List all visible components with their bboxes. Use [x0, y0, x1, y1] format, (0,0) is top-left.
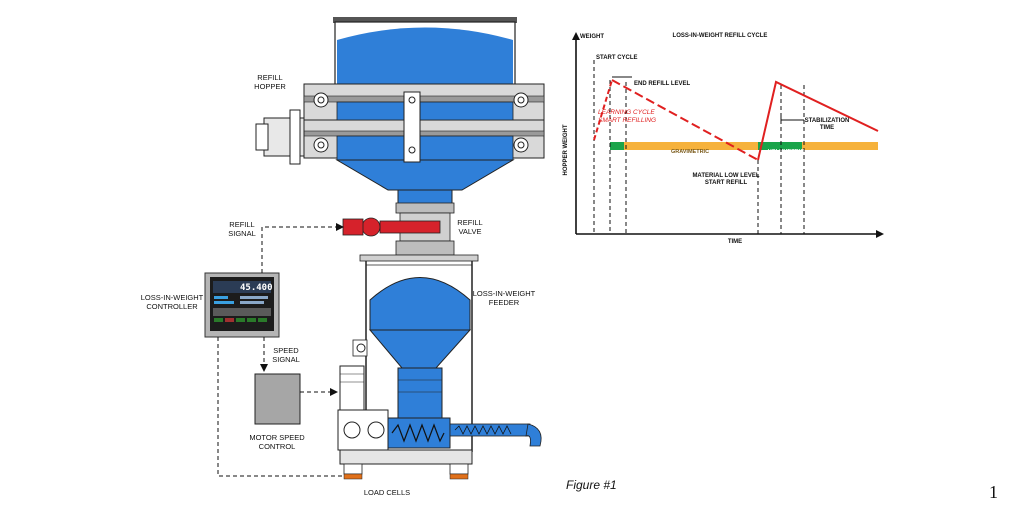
chart-x-axis-label: TIME	[728, 239, 742, 245]
chart-y-axis-label: HOPPER WEIGHT	[563, 124, 569, 175]
load-cells-label: LOAD CELLS	[364, 488, 410, 497]
gravimetric-band-1	[624, 142, 758, 150]
chart-title: LOSS-IN-WEIGHT REFILL CYCLE	[673, 33, 768, 39]
signal-lines	[217, 223, 344, 477]
end-refill-level-label: END REFILL LEVEL	[634, 81, 691, 87]
refill-hopper	[255, 17, 545, 205]
start-cycle-label: START CYCLE	[596, 55, 638, 61]
motor-speed-control	[254, 373, 301, 425]
volumetric-band-1	[610, 142, 624, 150]
loss-in-weight-feeder	[337, 254, 542, 475]
figure-caption: Figure #1	[566, 478, 617, 492]
page-number: 1	[989, 482, 998, 502]
refill-valve	[342, 202, 455, 256]
refill-cycle-chart	[572, 32, 884, 238]
volumetric-band-2	[758, 142, 802, 150]
loss-in-weight-controller: 45.400	[204, 272, 280, 338]
chart-weight-label: WEIGHT	[580, 34, 604, 40]
volumetric-label: VOLUMETRIC	[768, 149, 804, 155]
load-cells	[343, 473, 469, 480]
gravimetric-band-2	[802, 142, 878, 150]
gravimetric-label: GRAVIMETRIC	[671, 149, 709, 155]
controller-readout: 45.400	[240, 283, 273, 293]
